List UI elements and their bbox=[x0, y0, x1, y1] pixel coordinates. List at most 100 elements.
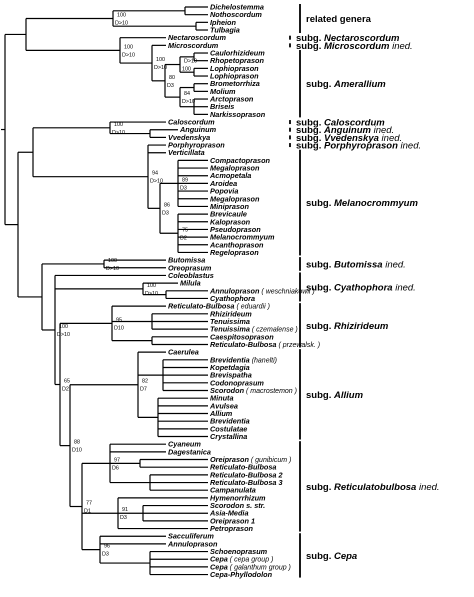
bootstrap-label: 86 bbox=[164, 202, 170, 208]
taxon-label: Caloscordum bbox=[168, 118, 215, 127]
taxon-label: Brevidentia (hanelti) bbox=[210, 355, 277, 364]
bootstrap-label: 100 bbox=[114, 122, 123, 128]
group-label-ined: ined. bbox=[371, 125, 394, 136]
group-label-prefix: subg. bbox=[306, 198, 334, 209]
taxon-label: Lophioprason bbox=[210, 64, 259, 73]
taxon-note: ( eduardii ) bbox=[235, 304, 270, 311]
group-label: subg. Cyathophora ined. bbox=[306, 282, 416, 293]
bootstrap-label: 100 bbox=[156, 57, 165, 63]
taxon-label: Asia-Media bbox=[209, 509, 249, 518]
decay-label: D3 bbox=[180, 185, 187, 191]
taxon-label: Annuloprason bbox=[167, 539, 218, 548]
decay-label: D7 bbox=[140, 387, 147, 393]
group-label-ined: ined. bbox=[393, 282, 416, 293]
group-label-name: Microscordum bbox=[324, 41, 390, 52]
taxon-label: Cyaneum bbox=[168, 440, 201, 449]
group-label-prefix: subg. bbox=[306, 482, 334, 493]
bootstrap-label: 65 bbox=[64, 379, 70, 385]
decay-label: D>10 bbox=[115, 21, 128, 27]
group-label-name: Butomissa bbox=[334, 259, 383, 270]
taxon-label: Tulbagia bbox=[210, 26, 240, 35]
group-label: subg. Anguinum ined. bbox=[296, 125, 394, 136]
taxon-label: Butomissa bbox=[168, 256, 205, 265]
taxon-label: Minuta bbox=[210, 394, 234, 403]
group-label-prefix: subg. bbox=[296, 125, 324, 136]
taxon-note: ( macrostemon ) bbox=[244, 388, 297, 395]
group-label-ined: ined. bbox=[379, 133, 402, 144]
taxon-label: Caespitosoprason bbox=[210, 332, 274, 341]
taxon-label: Reticulato-Bulbosa ( eduardii ) bbox=[168, 302, 270, 311]
taxon-label: Reticulato-Bulbosa bbox=[210, 463, 277, 472]
taxon-label: Reticulato-Bulbosa ( przewalsk. ) bbox=[210, 340, 320, 349]
taxon-label: Microscordum bbox=[168, 41, 219, 50]
bootstrap-label: 91 bbox=[122, 507, 128, 513]
group-label-prefix: subg. bbox=[306, 551, 334, 562]
group-label-name: Caloscordum bbox=[324, 118, 385, 129]
taxon-label: Allium bbox=[209, 409, 233, 418]
group-label-prefix: subg. bbox=[296, 41, 324, 52]
taxon-label: Dichelostemma bbox=[210, 3, 264, 12]
group-label: related genera bbox=[306, 14, 372, 25]
taxon-label: Tenuissima ( czemalense ) bbox=[210, 325, 298, 334]
taxon-label: Hymenorrhizum bbox=[210, 493, 266, 502]
taxon-label: Reticulato-Bulbosa 3 bbox=[210, 478, 283, 487]
taxon-label: Avulsea bbox=[209, 401, 238, 410]
bootstrap-label: 82 bbox=[142, 379, 148, 385]
taxon-label: Schoenoprasum bbox=[210, 547, 268, 556]
group-label: subg. Melanocrommyum bbox=[306, 198, 418, 209]
group-label: subg. Butomissa ined. bbox=[306, 259, 406, 270]
taxon-label: Costulatae bbox=[210, 424, 247, 433]
taxon-label: Lophioprason bbox=[210, 72, 259, 81]
decay-label: D2 bbox=[62, 387, 69, 393]
group-label-name: Rhizirideum bbox=[334, 321, 389, 332]
taxon-label: Rhopetoprason bbox=[210, 56, 264, 65]
taxon-label: Brevidentia bbox=[210, 417, 250, 426]
taxon-label: Milula bbox=[180, 279, 201, 288]
bootstrap-label: 95 bbox=[116, 317, 122, 323]
bootstrap-label: D>10 bbox=[184, 59, 197, 65]
decay-label: D3 bbox=[167, 83, 174, 89]
group-label-name: Cyathophora bbox=[334, 282, 393, 293]
decay-label: D>10 bbox=[182, 99, 195, 105]
decay-label: D3 bbox=[120, 515, 127, 521]
taxon-label: Cepa ( galanthum group ) bbox=[210, 562, 291, 571]
decay-label: D6 bbox=[112, 465, 119, 471]
group-label-prefix: related genera bbox=[306, 14, 372, 25]
decay-label: D>10 bbox=[122, 52, 135, 58]
group-label: subg. Vvedenskya ined. bbox=[296, 133, 402, 144]
taxon-label: Porphyroprason bbox=[168, 141, 225, 150]
taxon-label: Sacculiferum bbox=[168, 532, 214, 541]
bootstrap-label: 84 bbox=[184, 91, 190, 97]
decay-label: D>10 bbox=[150, 179, 163, 185]
taxon-note: ( czemalense ) bbox=[250, 327, 298, 334]
bootstrap-label: 96 bbox=[104, 544, 110, 550]
group-label-prefix: subg. bbox=[306, 282, 334, 293]
taxon-note: ( przewalsk. ) bbox=[277, 342, 321, 349]
bootstrap-label: 89 bbox=[182, 177, 188, 183]
taxon-label: Reticulato-Bulbosa 2 bbox=[210, 470, 283, 479]
group-label: subg. Rhizirideum bbox=[306, 321, 389, 332]
group-label-name: Allium bbox=[333, 390, 364, 401]
group-label-prefix: subg. bbox=[306, 259, 334, 270]
group-label-name: Nectaroscordum bbox=[324, 33, 400, 44]
taxon-label: Kaloprason bbox=[210, 217, 251, 226]
taxon-label: Caulorhizideum bbox=[210, 49, 265, 58]
taxon-label: Narkissoprason bbox=[210, 110, 266, 119]
bootstrap-label: 75 bbox=[182, 227, 188, 233]
taxon-label: Compactoprason bbox=[210, 156, 271, 165]
taxon-note: ( gunibicum ) bbox=[249, 457, 291, 464]
taxon-label: Pseudoprason bbox=[210, 225, 261, 234]
group-label-name: Anguinum bbox=[323, 125, 372, 136]
taxon-label: Nectaroscordum bbox=[168, 33, 226, 42]
taxon-label: Regeloprason bbox=[210, 248, 259, 257]
group-label-prefix: subg. bbox=[306, 321, 334, 332]
decay-label: D>10 bbox=[57, 332, 70, 338]
decay-label: D3 bbox=[162, 210, 169, 216]
group-label-prefix: subg. bbox=[296, 118, 324, 129]
decay-label: D>10 bbox=[154, 65, 167, 71]
decay-label: D>10 bbox=[106, 266, 119, 272]
group-label: subg. Porphyroprason ined. bbox=[296, 141, 421, 152]
bootstrap-label: 100 bbox=[147, 283, 156, 289]
taxon-label: Scorodon s. str. bbox=[210, 501, 265, 510]
